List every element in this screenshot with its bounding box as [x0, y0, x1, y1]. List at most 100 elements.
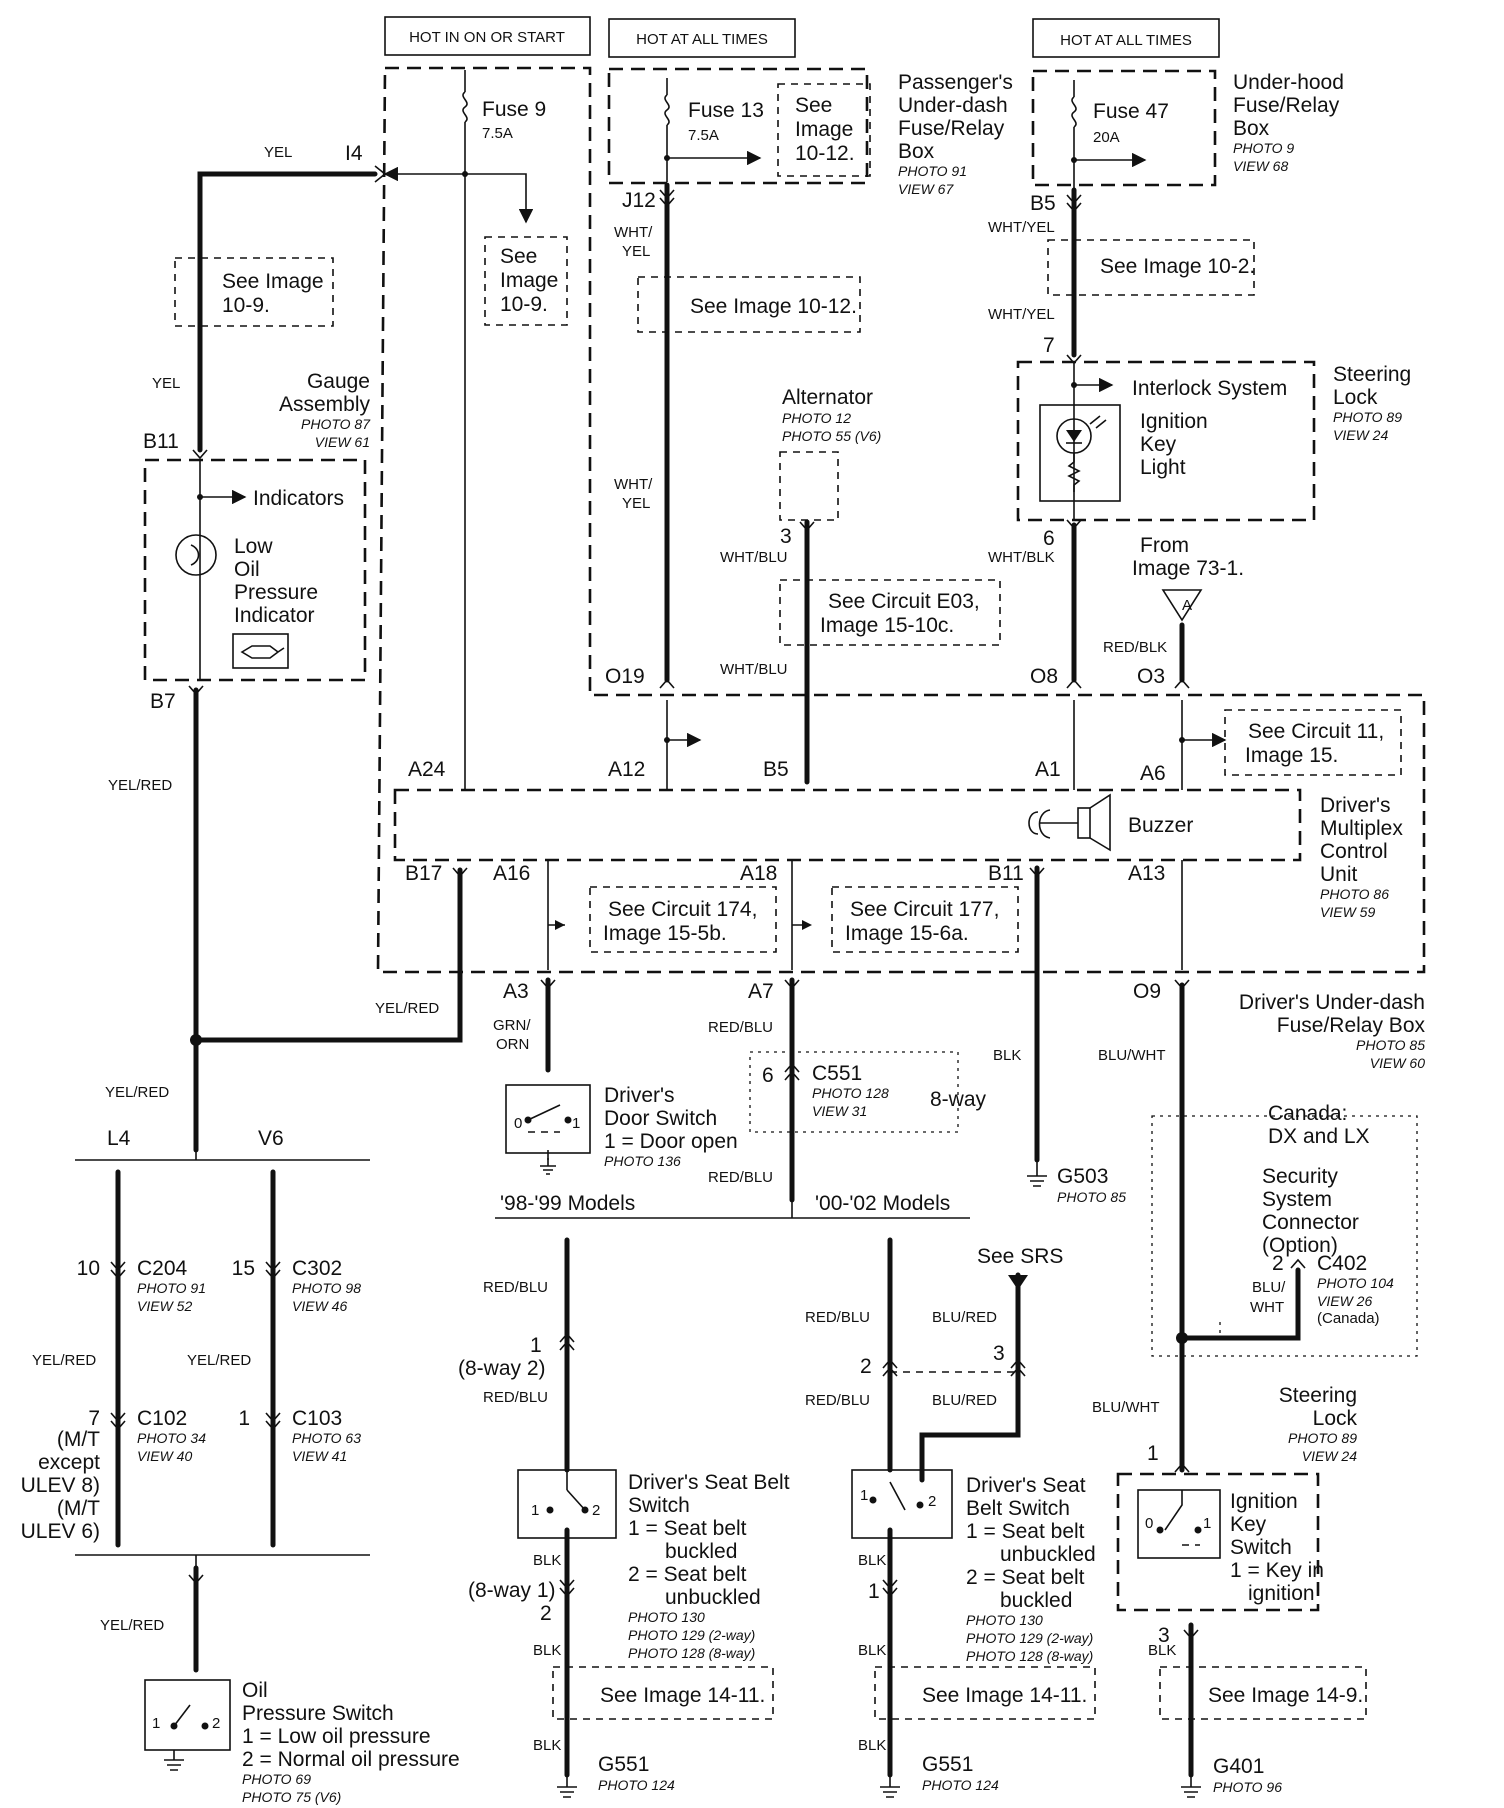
svg-text:VIEW 26: VIEW 26: [1317, 1293, 1372, 1309]
wire-blu-wht-2: BLU/WHT: [1092, 1399, 1160, 1416]
svg-text:unbuckled: unbuckled: [1000, 1543, 1096, 1566]
svg-text:Belt Switch: Belt Switch: [966, 1497, 1070, 1520]
svg-text:2 = Normal oil pressure: 2 = Normal oil pressure: [242, 1748, 460, 1771]
svg-text:Under-hood: Under-hood: [1233, 71, 1344, 94]
wire-blk-6: BLK: [858, 1642, 886, 1659]
svg-text:Under-dash: Under-dash: [898, 94, 1008, 117]
fuse-47-amp: 20A: [1093, 129, 1120, 146]
manual-transmission-note: (M/T except ULEV 8) (M/T ULEV 6): [21, 1428, 101, 1543]
wire-red-blu-6: RED/BLU: [805, 1392, 870, 1409]
oil-switch-contact-1: 1: [152, 1715, 160, 1732]
svg-text:Canada:: Canada:: [1268, 1102, 1347, 1125]
canada-label: Canada: DX and LX: [1268, 1102, 1370, 1148]
c302-pin: 15: [232, 1257, 255, 1280]
svg-text:PHOTO 86: PHOTO 86: [1320, 886, 1389, 902]
svg-text:PHOTO 55 (V6): PHOTO 55 (V6): [782, 428, 881, 444]
svg-text:(Option): (Option): [1262, 1234, 1338, 1257]
see-circuit-11-box: [1224, 709, 1402, 776]
svg-text:VIEW 68: VIEW 68: [1233, 158, 1288, 174]
ground-g551-a-icon: [557, 1775, 577, 1798]
wire-yel-red-5: YEL/RED: [187, 1352, 251, 1369]
ground-door-switch-icon: [540, 1158, 556, 1175]
from-image-text: From Image 73-1.: [1132, 534, 1244, 580]
connector-a7: A7: [748, 980, 774, 1003]
svg-text:PHOTO 85: PHOTO 85: [1356, 1037, 1425, 1053]
wire-yel-mid: YEL: [152, 375, 180, 392]
ground-g551-b-label: G551 PHOTO 124: [922, 1753, 999, 1793]
c551-pin-6: 6: [762, 1064, 774, 1087]
v6-label: V6: [258, 1127, 284, 1150]
svg-text:PHOTO 124: PHOTO 124: [598, 1777, 675, 1793]
wire-yel-red-4: YEL/RED: [32, 1352, 96, 1369]
fuse-13-amp: 7.5A: [688, 127, 719, 144]
connector-b11-gauge: B11: [143, 430, 179, 453]
svg-text:Switch: Switch: [1230, 1536, 1292, 1559]
alternator-outline: [779, 451, 839, 521]
svg-text:Driver's Seat: Driver's Seat: [966, 1474, 1086, 1497]
see-circuit-e03-text: See Circuit E03, Image 15-10c.: [820, 590, 980, 637]
seat1-contact-1: 1: [531, 1502, 539, 1519]
fuse-9-label: Fuse 9: [482, 98, 546, 121]
svg-text:PHOTO 91: PHOTO 91: [137, 1280, 206, 1296]
see-image-10-12-text-a: See Image 10-12.: [795, 94, 855, 165]
svg-text:Image: Image: [795, 118, 853, 141]
connector-c551-label: C551 PHOTO 128 VIEW 31 8-way: [812, 1062, 987, 1119]
seat1-contact-2: 2: [592, 1502, 600, 1519]
see-image-10-12-box-b: [637, 276, 861, 333]
wire-wht-yel-1b: YEL: [622, 243, 650, 260]
wire-wht-blk: WHT/BLK: [988, 549, 1055, 566]
gauge-assembly-outline: [143, 458, 367, 682]
svg-text:C402: C402: [1317, 1252, 1367, 1275]
c551-option-outline: [749, 1051, 959, 1133]
seat-belt-switch-1-label: Driver's Seat Belt Switch 1 = Seat belt …: [628, 1471, 790, 1661]
svg-text:Light: Light: [1140, 456, 1186, 479]
see-image-10-9-left-box: [174, 257, 334, 327]
passenger-fuse-box-outline: [607, 67, 869, 185]
from-image-flag-icon: [1161, 589, 1203, 622]
seat2-contact-1: 1: [860, 1487, 868, 1504]
see-image-10-12-text-b: See Image 10-12.: [690, 295, 857, 318]
fuse-9-amp: 7.5A: [482, 125, 513, 142]
svg-text:Alternator: Alternator: [782, 386, 873, 409]
svg-text:Image 15-10c.: Image 15-10c.: [820, 614, 954, 637]
connector-a13: A13: [1128, 862, 1165, 885]
svg-text:except: except: [38, 1451, 100, 1474]
wire-grn-orn-b: ORN: [496, 1036, 529, 1053]
connector-b11-mcu: B11: [988, 862, 1024, 885]
c102-pin: 7: [88, 1407, 100, 1430]
svg-text:PHOTO 130: PHOTO 130: [966, 1612, 1043, 1628]
see-image-14-11-text-a: See Image 14-11.: [600, 1684, 765, 1707]
svg-text:G551: G551: [598, 1753, 649, 1776]
svg-text:Switch: Switch: [628, 1494, 690, 1517]
svg-text:8-way: 8-way: [930, 1088, 987, 1111]
ignition-contact-1: 1: [1203, 1515, 1211, 1532]
svg-text:Lock: Lock: [1313, 1407, 1358, 1430]
connector-a6: A6: [1140, 762, 1166, 785]
svg-text:G551: G551: [922, 1753, 973, 1776]
svg-text:Fuse/Relay: Fuse/Relay: [1233, 94, 1340, 117]
seat1-pin-2: 2: [540, 1602, 552, 1625]
connector-b7: B7: [150, 690, 176, 713]
svg-text:G401: G401: [1213, 1755, 1264, 1778]
svg-text:Steering: Steering: [1279, 1384, 1357, 1407]
drivers-door-switch-label: Driver's Door Switch 1 = Door open PHOTO…: [604, 1084, 738, 1169]
drivers-fuse-box-label: Driver's Under-dash Fuse/Relay Box PHOTO…: [1239, 991, 1426, 1071]
wire-wht-yel-3: WHT/YEL: [988, 219, 1055, 236]
svg-text:ULEV 8): ULEV 8): [21, 1474, 100, 1497]
svg-text:PHOTO 9: PHOTO 9: [1233, 140, 1294, 156]
c204-pin: 10: [77, 1257, 100, 1280]
ignition-key-switch-label: Ignition Key Switch 1 = Key in ignition: [1230, 1490, 1324, 1605]
see-circuit-174-box: [589, 886, 777, 953]
wire-blu-wht-3b: WHT: [1250, 1299, 1284, 1316]
svg-text:ignition: ignition: [1248, 1582, 1315, 1605]
header-hot-all-times-2: HOT AT ALL TIMES: [1032, 18, 1220, 58]
svg-text:DX and LX: DX and LX: [1268, 1125, 1370, 1148]
connector-b5-mcu: B5: [763, 758, 789, 781]
ignition-pin-1: 1: [1147, 1442, 1159, 1465]
from-image-flag-letter: A: [1182, 597, 1192, 614]
wire-blk-5: BLK: [858, 1552, 886, 1569]
svg-text:HOT AT ALL TIMES: HOT AT ALL TIMES: [1060, 32, 1192, 49]
svg-text:PHOTO 69: PHOTO 69: [242, 1771, 311, 1787]
wire-yel-red-2: YEL/RED: [375, 1000, 439, 1017]
svg-text:Oil: Oil: [234, 558, 260, 581]
